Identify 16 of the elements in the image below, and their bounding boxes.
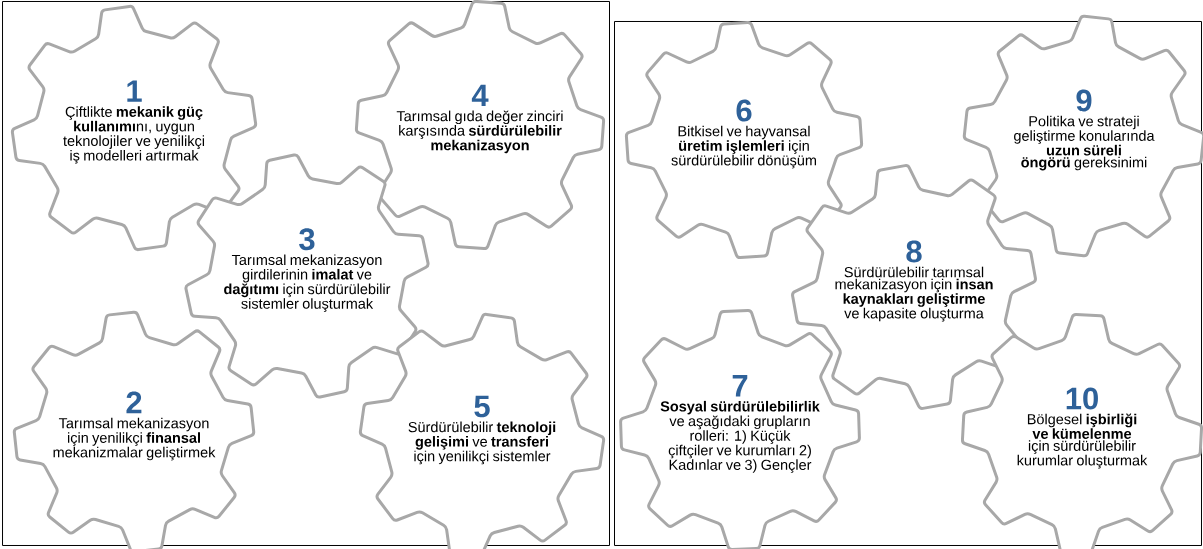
panel-frame xyxy=(614,21,1202,546)
gear: 6 Bitkisel ve hayvansal üretim işlemleri için sürdürülebilir dönüşüm xyxy=(624,20,864,260)
panel-frame xyxy=(2,1,610,546)
node-label: 9 xyxy=(1076,89,1092,112)
gear: 5 Sürdürülebilir teknoloji gelişimi ve transferi için yenilikçi sistemler xyxy=(358,312,606,549)
gear: 2 Tarımsal mekanizasyon için yenilikçi finansal mekanizmalar geliştirmek xyxy=(12,310,256,549)
node-label: 10 xyxy=(1066,387,1098,410)
gear: 9 Politika ve strateji geliştirme konularında uzun süreli öngörü gereksinimi xyxy=(962,14,1203,258)
node-label: 7 xyxy=(732,375,748,397)
gear: 1 Çiftlikte mekanik güç kullanımını, uygun teknolojiler ve yenilikçi iş modelleri artırmak xyxy=(10,4,258,252)
gear: 4 Tarımsal gıda değer zinciri karşısında sürdürülebilir mekanizasyon xyxy=(354,0,606,251)
node-label: Tarımsal mekanizasyon için yenilikçi finansal mekanizmalar geliştirmek xyxy=(53,417,216,461)
node-label: 5 xyxy=(474,395,490,418)
node-label: 2 xyxy=(126,391,142,414)
node-label: Bölgesel işbirliği ve kümelenme için sürdürülebilir kurumlar oluşturmak xyxy=(1017,413,1148,469)
node-label: Sürdürülebilir teknoloji gelişimi ve transferi için yenilikçi sistemler xyxy=(408,421,556,465)
